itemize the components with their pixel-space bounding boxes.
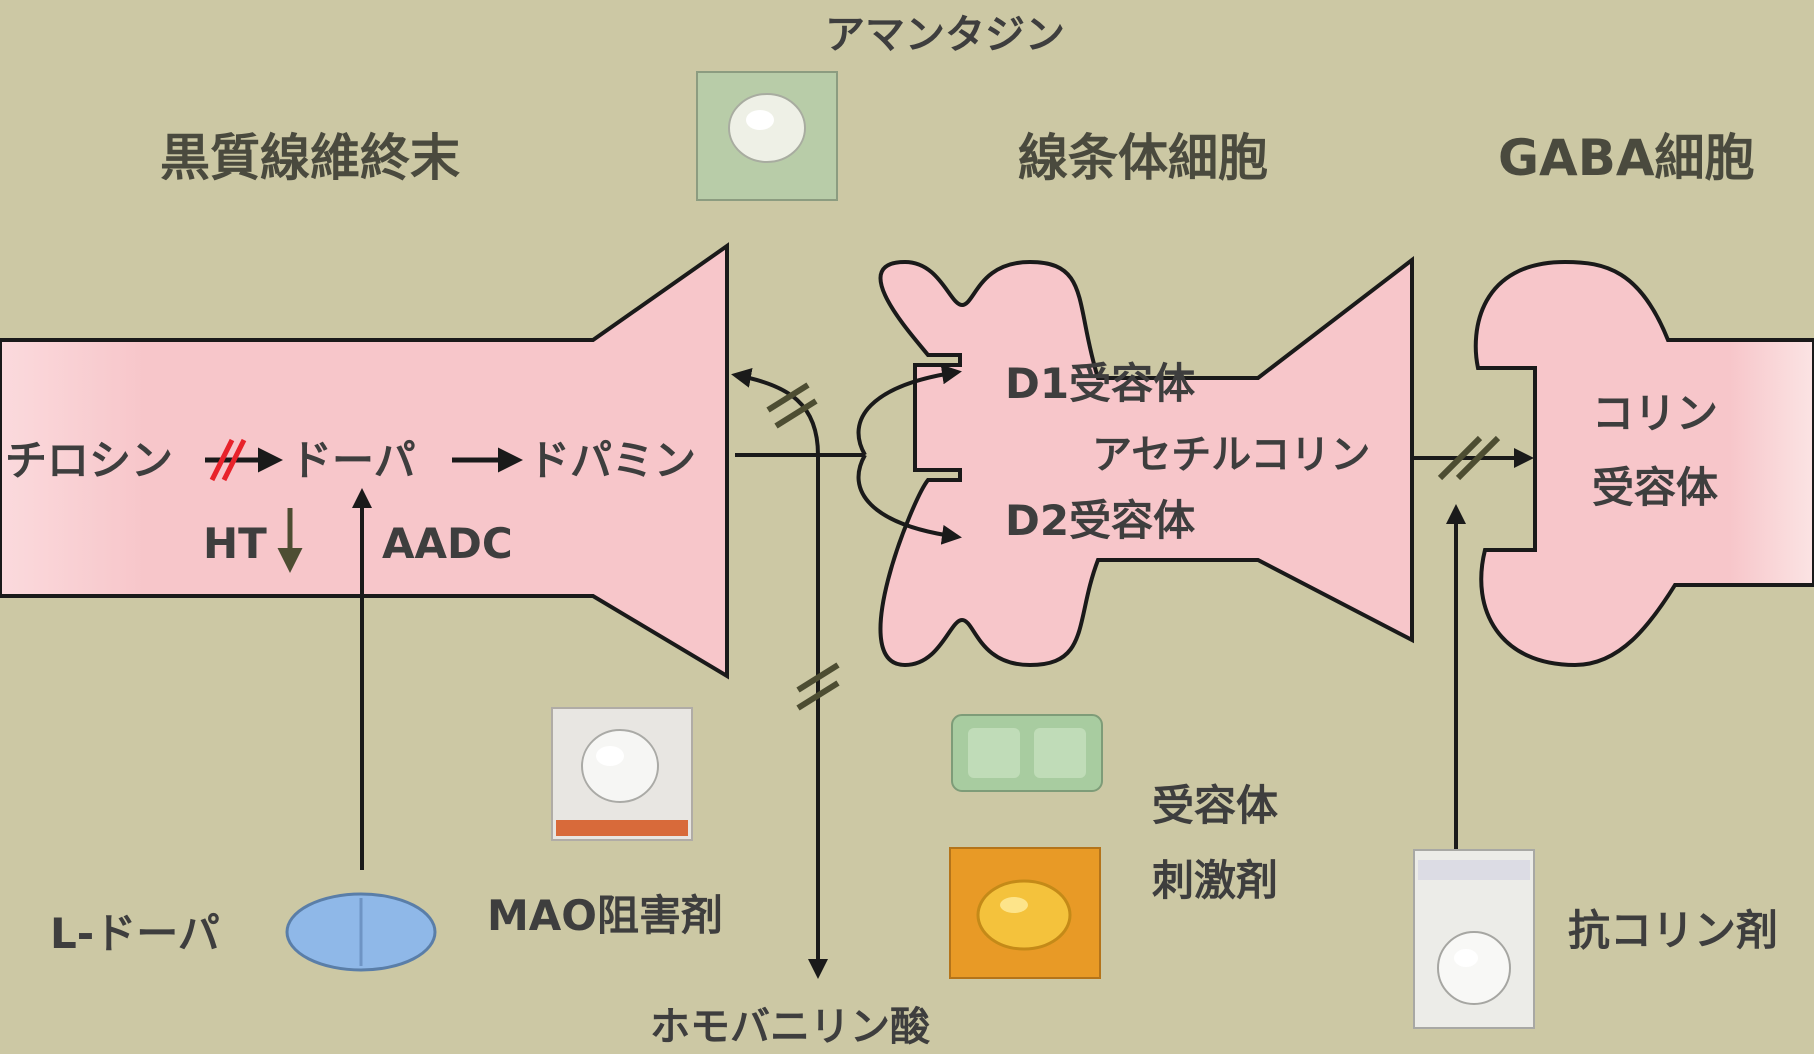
header-nigra: 黒質線維終末 — [160, 129, 460, 187]
anticholinergic-pill-image — [1413, 849, 1535, 1029]
striatal-cell-shape — [878, 255, 1414, 668]
ach-block-mark — [1437, 435, 1501, 481]
ldopa-pill-image — [285, 892, 437, 972]
header-gaba: GABA細胞 — [1498, 129, 1755, 187]
amantadine-pill-image — [696, 71, 838, 201]
label-mao-inhibitor: MAO阻害剤 — [487, 891, 723, 940]
label-d1-receptor: D1受容体 — [1005, 359, 1195, 408]
label-ldopa: L-ドーパ — [50, 909, 220, 958]
label-homovanillic-acid: ホモバニリン酸 — [650, 1004, 931, 1050]
nigra-terminal-shape — [0, 242, 729, 680]
header-striatum: 線条体細胞 — [1018, 129, 1268, 187]
label-tyrosine: チロシン — [5, 436, 173, 485]
d1-arrow — [856, 364, 962, 456]
label-d2-receptor: D2受容体 — [1005, 496, 1195, 545]
gaba-cell-shape — [1473, 259, 1814, 668]
label-choline-receptor-2: 受容体 — [1592, 463, 1718, 512]
label-agonist-2: 刺激剤 — [1152, 856, 1278, 905]
hva-block-mark — [796, 662, 840, 711]
label-dopa: ドーパ — [290, 436, 416, 485]
tyrosine-block-mark — [209, 438, 247, 482]
label-ht: HT — [203, 519, 267, 568]
reuptake-block-mark — [766, 382, 818, 429]
reuptake-arrow — [731, 368, 820, 456]
label-acetylcholine: アセチルコリン — [1092, 432, 1370, 478]
agonist-orange-pill-image — [949, 847, 1101, 979]
label-aadc: AADC — [382, 519, 513, 568]
label-choline-receptor-1: コリン — [1592, 389, 1718, 438]
label-dopamine: ドパミン — [528, 436, 696, 485]
label-amantadine: アマンタジン — [825, 12, 1065, 58]
label-agonist-1: 受容体 — [1152, 781, 1278, 830]
mao-inhibitor-pill-image — [551, 707, 693, 841]
label-anticholinergic: 抗コリン剤 — [1568, 906, 1778, 955]
d2-arrow — [856, 454, 962, 545]
agonist-green-pill-image — [951, 714, 1103, 792]
